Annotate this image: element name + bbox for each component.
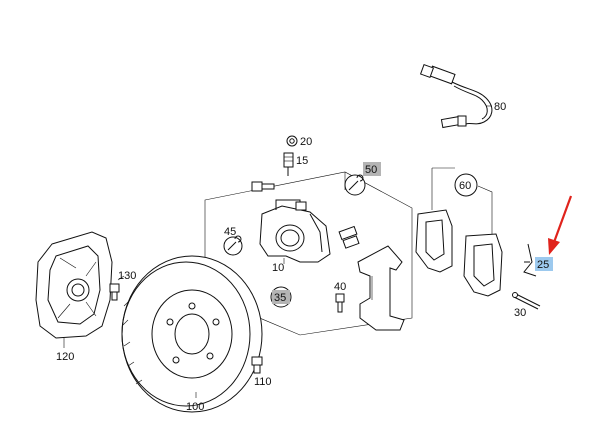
- bleed-cap-20[interactable]: [286, 135, 298, 147]
- splash-shield-120[interactable]: [35, 231, 113, 339]
- part-badge-25[interactable]: 25: [535, 257, 553, 271]
- retaining-pin-30[interactable]: [512, 292, 541, 310]
- bolt-40[interactable]: [335, 293, 345, 313]
- brake-pad-lower[interactable]: [463, 233, 503, 297]
- brake-disc-100[interactable]: [121, 255, 263, 413]
- torque-badge-50: 50: [363, 162, 381, 176]
- label-50: 50: [365, 164, 377, 176]
- bleed-valve-15[interactable]: [283, 152, 294, 176]
- bolt-130[interactable]: [109, 283, 120, 301]
- label-130: 130: [118, 270, 136, 282]
- label-120: 120: [56, 351, 74, 363]
- caliper-bracket[interactable]: [357, 245, 405, 331]
- label-45: 45: [224, 226, 236, 238]
- label-40: 40: [334, 281, 346, 293]
- torque-badge-35: 35: [272, 290, 290, 304]
- guide-pin[interactable]: [338, 225, 360, 249]
- caliper-10[interactable]: [259, 199, 331, 263]
- label-30: 30: [514, 307, 526, 319]
- label-110: 110: [254, 376, 272, 388]
- label-80: 80: [494, 101, 506, 113]
- screw-110[interactable]: [251, 356, 263, 374]
- wrench-icon: [344, 174, 366, 196]
- wrench-icon-45: [223, 235, 243, 256]
- label-10: 10: [272, 262, 284, 274]
- label-100: 100: [186, 401, 204, 413]
- label-25: 25: [537, 259, 549, 271]
- anti-rattle-spring-25[interactable]: [523, 243, 537, 277]
- label-20: 20: [300, 136, 312, 148]
- bracket-bolt[interactable]: [251, 181, 275, 192]
- brake-pad-upper[interactable]: [415, 209, 453, 273]
- label-60: 60: [459, 180, 471, 192]
- wear-sensor-80[interactable]: [419, 63, 493, 129]
- wrench-icon-60: [454, 173, 478, 197]
- label-35: 35: [274, 292, 286, 304]
- label-15: 15: [296, 155, 308, 167]
- red-arrow-icon: [548, 195, 573, 255]
